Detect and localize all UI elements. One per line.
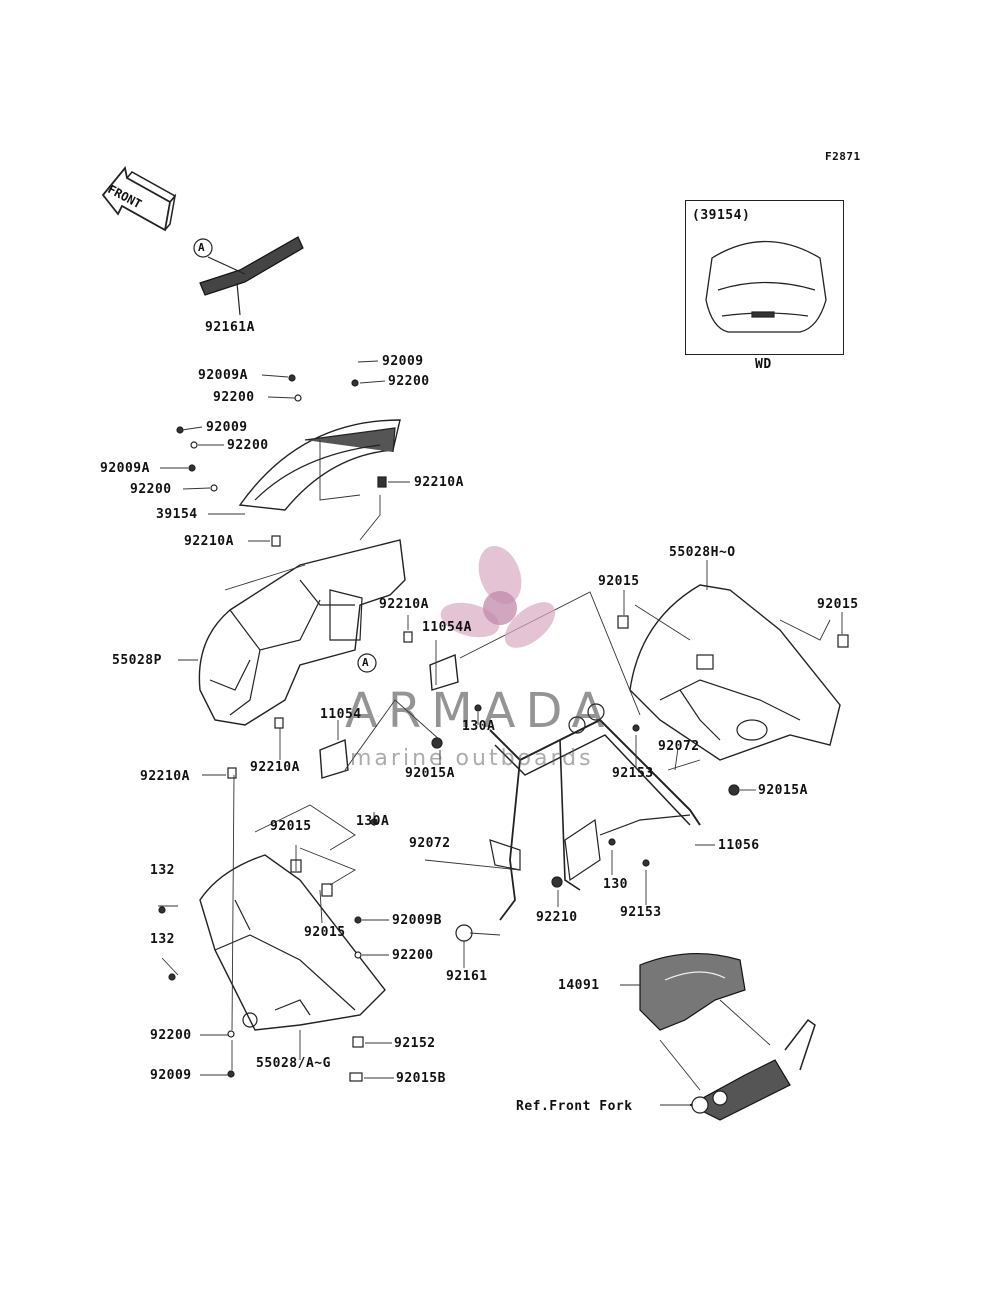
part-92161a-strip (199, 236, 304, 316)
part-label: 92210 (536, 910, 578, 925)
part-label: 130A (356, 814, 390, 829)
marker-a-label: A (198, 241, 206, 254)
part-label: 92009 (150, 1068, 192, 1083)
marker-a-label-2: A (362, 656, 370, 669)
watermark-brand: ARMADA (345, 683, 615, 739)
part-39154-windshield (238, 419, 401, 511)
part-label: 92009 (206, 420, 248, 435)
front-fork-ref (688, 1018, 816, 1121)
part-label: 92009 (382, 354, 424, 369)
ref-front-fork-label: Ref.Front Fork (516, 1099, 633, 1114)
circle-marker-a-icon (193, 238, 377, 673)
inset-caption: WD (755, 357, 772, 372)
part-label: 92015A (758, 783, 808, 798)
part-label: 92200 (392, 948, 434, 963)
part-label: 132 (150, 863, 175, 878)
part-label: 92015 (270, 819, 312, 834)
leader-lines (158, 360, 843, 1106)
part-label: 92210A (140, 769, 190, 784)
inset-windshield (705, 240, 827, 333)
part-label: 39154 (156, 507, 198, 522)
part-label: 92161 (446, 969, 488, 984)
part-label: 92072 (409, 836, 451, 851)
part-label: 92009B (392, 913, 442, 928)
part-label: 55028H~O (669, 545, 736, 560)
part-label: 130 (603, 877, 628, 892)
inset-part-label: (39154) (692, 208, 751, 223)
watermark-propeller-icon (440, 545, 556, 648)
part-label: 92152 (394, 1036, 436, 1051)
part-14091-cover (639, 952, 746, 1031)
part-label: 92009A (198, 368, 248, 383)
part-label: 92210A (414, 475, 464, 490)
part-label: 92210A (250, 760, 300, 775)
part-label: 11056 (718, 838, 760, 853)
part-label: 132 (150, 932, 175, 947)
part-label: 11054 (320, 707, 362, 722)
part-label: 92009A (100, 461, 150, 476)
part-label: 55028/A~G (256, 1056, 331, 1071)
part-label: 92200 (227, 438, 269, 453)
part-label: 130A (462, 719, 496, 734)
part-11054-brackets (319, 654, 459, 779)
part-label: 92200 (130, 482, 172, 497)
part-label: 92015 (817, 597, 859, 612)
part-label: 92210A (379, 597, 429, 612)
part-label: 92015 (598, 574, 640, 589)
part-label: 92210A (184, 534, 234, 549)
part-label: 92161A (205, 320, 255, 335)
part-label: 92072 (658, 739, 700, 754)
part-55028h-o-side-cowl (629, 584, 841, 761)
part-frame-stay (489, 703, 701, 921)
part-label: 55028P (112, 653, 162, 668)
part-label: 92200 (213, 390, 255, 405)
part-label: 14091 (558, 978, 600, 993)
front-arrow-icon (101, 165, 177, 232)
part-label: 92015B (396, 1071, 446, 1086)
part-label: 92200 (150, 1028, 192, 1043)
part-label: 11054A (422, 620, 472, 635)
part-55028p-upper-cowl (198, 539, 406, 726)
part-label: 92153 (612, 766, 654, 781)
watermark-tagline: marine outboards (350, 746, 594, 771)
part-label: 92153 (620, 905, 662, 920)
part-label: 92015A (405, 766, 455, 781)
part-55028-a-g-lower-cowl (199, 854, 386, 1031)
part-label: 92015 (304, 925, 346, 940)
inset-box (685, 200, 844, 355)
figure-code: F2871 (825, 150, 861, 163)
part-label: 92200 (388, 374, 430, 389)
